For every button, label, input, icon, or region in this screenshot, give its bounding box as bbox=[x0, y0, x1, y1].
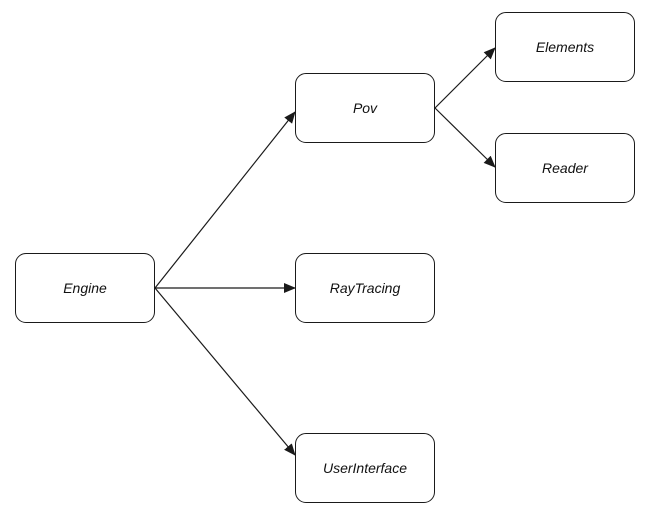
node-engine[interactable]: Engine bbox=[15, 253, 155, 323]
node-pov-label: Pov bbox=[352, 100, 378, 116]
node-raytracing[interactable]: RayTracing bbox=[295, 253, 435, 323]
node-elements[interactable]: Elements bbox=[495, 12, 635, 82]
edge-engine-userinterface bbox=[154, 287, 296, 456]
node-reader-label: Reader bbox=[542, 160, 588, 176]
edge-pov-elements bbox=[434, 47, 496, 109]
node-userinterface-label: UserInterface bbox=[322, 460, 408, 476]
node-userinterface[interactable]: UserInterface bbox=[295, 433, 435, 503]
node-engine-label: Engine bbox=[63, 280, 107, 296]
edge-pov-reader bbox=[434, 107, 496, 168]
node-raytracing-label: RayTracing bbox=[329, 280, 401, 296]
node-pov[interactable]: Pov bbox=[295, 73, 435, 143]
node-reader[interactable]: Reader bbox=[495, 133, 635, 203]
edge-engine-pov bbox=[154, 111, 296, 289]
node-elements-label: Elements bbox=[535, 39, 595, 55]
